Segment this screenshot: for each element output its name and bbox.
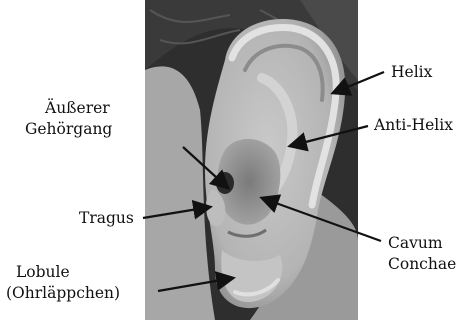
label-lobule: Lobule (Ohrläppchen)	[16, 262, 120, 304]
label-lobule-line1: Lobule	[16, 262, 120, 283]
label-cavum-line1: Cavum	[388, 233, 456, 254]
label-anti-helix: Anti-Helix	[374, 115, 453, 136]
label-cavum-conchae: Cavum Conchae	[388, 233, 456, 275]
label-gehoergang-line2: Gehörgang	[25, 119, 112, 140]
label-tragus: Tragus	[79, 208, 134, 229]
label-helix-text: Helix	[391, 62, 432, 83]
label-helix: Helix	[391, 62, 432, 83]
label-tragus-text: Tragus	[79, 208, 134, 229]
label-gehoergang-line1: Äußerer	[45, 98, 112, 119]
label-lobule-line2: (Ohrläppchen)	[6, 283, 120, 304]
label-anti-helix-text: Anti-Helix	[374, 115, 453, 136]
label-aeusserer-gehoergang: Äußerer Gehörgang	[45, 98, 112, 140]
label-cavum-line2: Conchae	[388, 254, 456, 275]
ear-photo	[145, 0, 358, 320]
